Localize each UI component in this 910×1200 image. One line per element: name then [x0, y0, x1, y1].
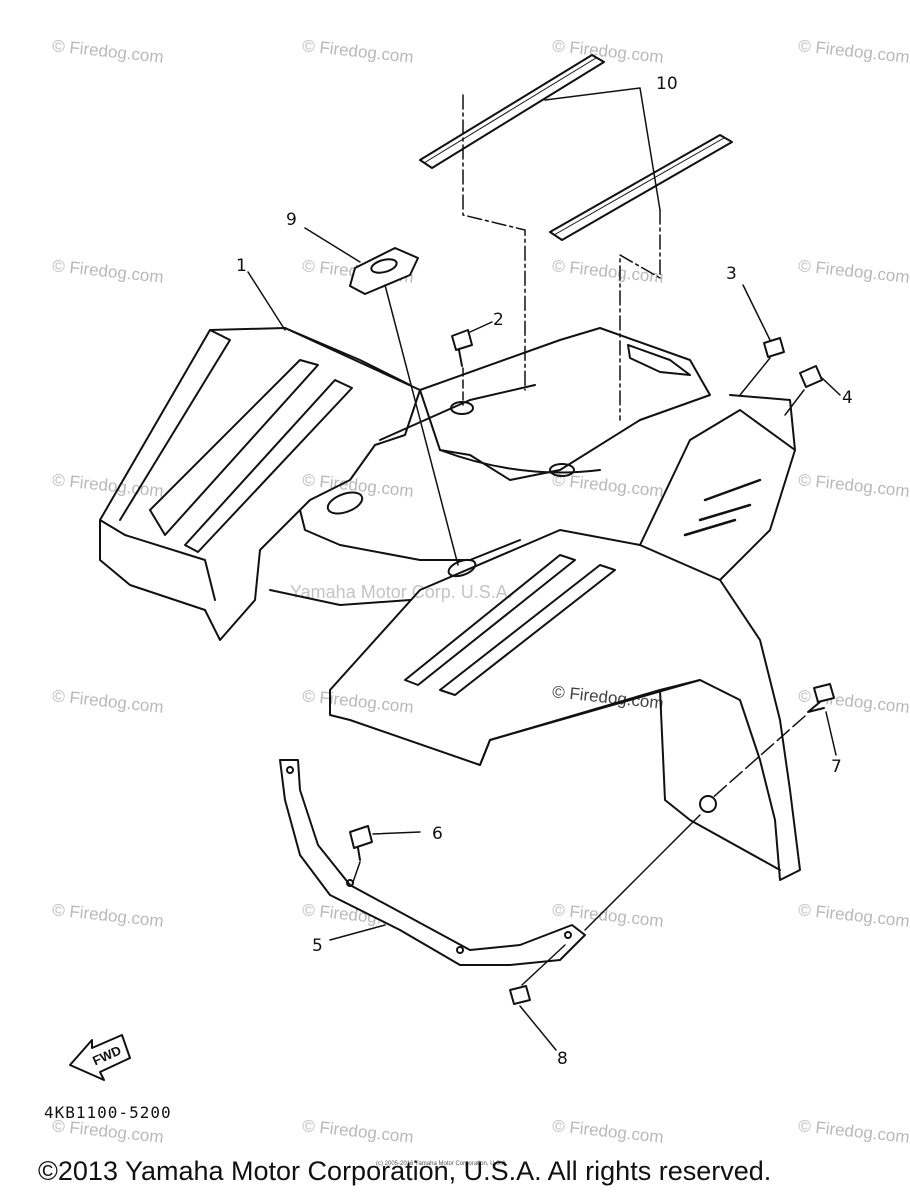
left-fender	[99, 327, 536, 641]
leader-3	[742, 284, 771, 341]
bushing	[699, 795, 717, 813]
callout-8: 8	[557, 1049, 568, 1069]
leader-5	[329, 924, 386, 941]
strip-lower	[549, 134, 733, 241]
part-code: 4KB1100-5200	[44, 1103, 172, 1122]
callout-6: 6	[432, 824, 443, 844]
callout-1: 1	[236, 256, 247, 276]
part-4-bolt	[799, 365, 823, 388]
fwd-arrow-icon	[69, 1034, 131, 1081]
leader-9	[304, 227, 361, 263]
leader-8	[519, 1005, 557, 1051]
part-6-bolt	[349, 825, 373, 861]
strip-upper	[419, 54, 605, 169]
callout-10: 10	[656, 74, 678, 94]
break-line-right	[619, 209, 661, 421]
callout-2: 2	[493, 310, 504, 330]
copyright-notice: ©2013 Yamaha Motor Corporation, U.S.A. A…	[38, 1156, 772, 1186]
guide-3	[739, 357, 771, 396]
leader-4	[821, 377, 841, 396]
part-5-bracket	[279, 759, 586, 966]
part-8-nut	[509, 985, 531, 1005]
leader-7	[825, 711, 837, 756]
guide-9	[384, 284, 459, 566]
callout-5: 5	[312, 936, 323, 956]
guide-7	[709, 715, 806, 801]
part-2-screw	[451, 329, 473, 367]
guide-4	[784, 389, 805, 416]
leader-6	[372, 831, 421, 835]
callout-9: 9	[286, 210, 297, 230]
part-9-cap	[349, 247, 419, 295]
leader-10	[544, 87, 661, 211]
part-7-clip	[807, 683, 835, 713]
guide-bushing	[584, 814, 701, 931]
callout-4: 4	[842, 388, 853, 408]
break-line-left	[462, 94, 526, 391]
center-watermark: Yamaha Motor Corp. U.S.A.	[290, 582, 513, 602]
callout-7: 7	[831, 757, 842, 777]
callout-3: 3	[726, 264, 737, 284]
center-deck	[269, 327, 711, 606]
guide-6	[351, 861, 361, 886]
guide-8	[521, 944, 566, 986]
leader-1	[247, 271, 286, 331]
part-3-bolt	[763, 337, 785, 358]
leader-2	[469, 321, 493, 333]
small-notice: (c) 2005-2016 Yamaha Motor Corporation, …	[376, 1161, 508, 1167]
right-fender	[329, 394, 801, 881]
